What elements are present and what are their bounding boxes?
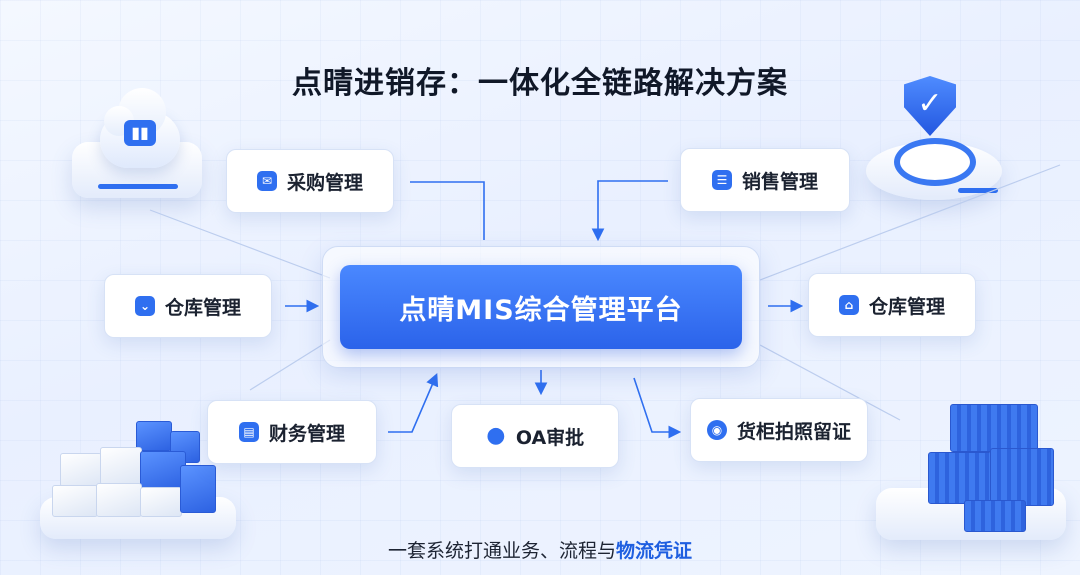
node-finance: ▤ 财务管理 [207, 400, 377, 464]
shield-platform: ✓ [860, 70, 1010, 210]
center-platform: 点晴MIS综合管理平台 [340, 265, 742, 349]
warehouse-icon: ⌂ [838, 295, 859, 315]
node-sales-label: 销售管理 [741, 170, 818, 193]
bar-chart-icon: ▮▮ [124, 120, 156, 146]
page-subtitle: 一套系统打通业务、流程与物流凭证 [0, 536, 1080, 563]
node-warehouse-left-label: 仓库管理 [164, 296, 241, 319]
subtitle-plain: 一套系统打通业务、流程与 [387, 540, 616, 562]
node-container-photo: ◉ 货柜拍照留证 [690, 398, 868, 462]
location-pin-icon: ● [486, 423, 506, 448]
node-purchase-label: 采购管理 [286, 171, 363, 194]
boxes-pallet [40, 405, 240, 545]
camera-icon: ◉ [706, 420, 727, 440]
node-sales: ☰ 销售管理 [680, 148, 850, 212]
center-platform-label: 点晴MIS综合管理平台 [399, 294, 683, 326]
cloud-platform: ▮▮ [68, 80, 208, 210]
node-warehouse-right-label: 仓库管理 [868, 295, 945, 318]
document-icon: ▤ [238, 422, 259, 442]
list-icon: ☰ [711, 170, 732, 190]
node-container-photo-label: 货柜拍照留证 [736, 420, 851, 443]
mail-icon: ✉ [256, 171, 277, 191]
node-oa: ● OA审批 [451, 404, 619, 468]
node-warehouse-right: ⌂ 仓库管理 [808, 273, 976, 337]
node-warehouse-left: ⌄ 仓库管理 [104, 274, 272, 338]
node-purchase: ✉ 采购管理 [226, 149, 394, 213]
chevron-down-icon: ⌄ [134, 296, 155, 316]
node-oa-label: OA审批 [515, 426, 585, 449]
node-finance-label: 财务管理 [268, 422, 345, 445]
page-title: 点晴进销存：一体化全链路解决方案 [292, 66, 788, 101]
shipping-containers [872, 400, 1072, 550]
subtitle-highlight: 物流凭证 [616, 540, 693, 562]
